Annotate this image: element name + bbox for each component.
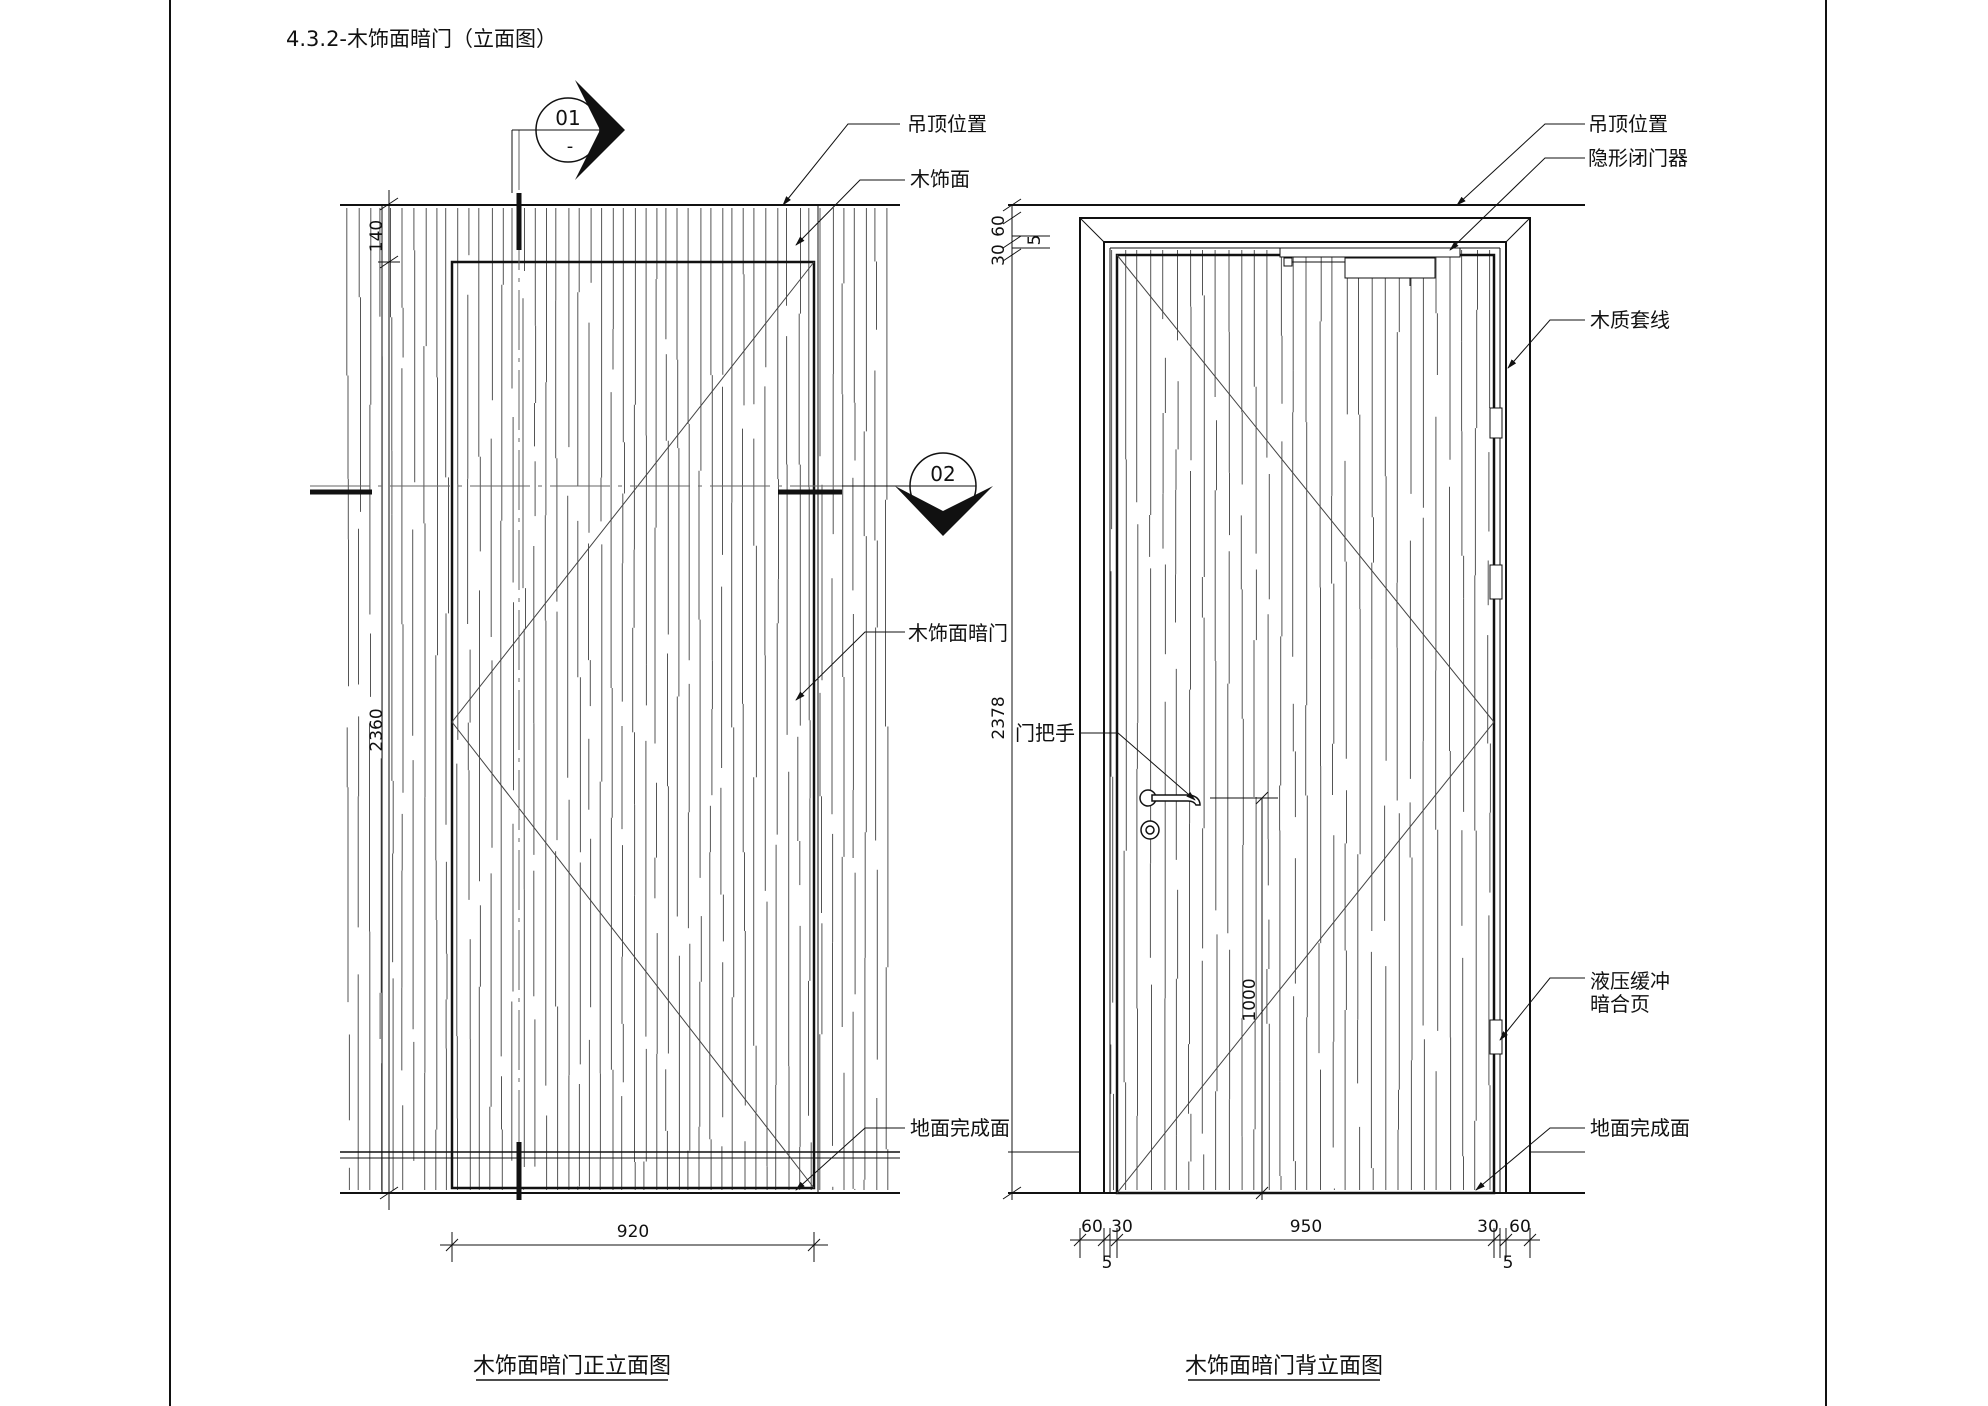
front-label-hidden-door: 木饰面暗门 [908,621,1008,645]
front-door-swing-lines [451,261,815,1189]
door-handle-icon [1139,789,1201,840]
back-handle-height-dimension [1210,791,1278,1200]
front-elevation: 01 - 02 140 2360 920 [310,80,1010,1381]
back-casing-miter-right [1505,217,1531,243]
section-marker-02-number: 02 [930,462,955,486]
back-label-finished-floor: 地面完成面 [1590,1116,1690,1140]
back-view-title: 木饰面暗门背立面图 [1185,1354,1383,1379]
back-dim-950: 950 [1290,1217,1322,1237]
back-dim-60-left: 60 [1081,1217,1103,1237]
back-dim-5-right: 5 [1503,1253,1514,1273]
front-dim-920: 920 [617,1222,649,1242]
back-dim-top-30: 30 [989,244,1009,266]
front-door-leaf [450,260,816,1190]
front-view-title: 木饰面暗门正立面图 [473,1354,671,1379]
section-marker-02: 02 [842,452,993,536]
back-elevation: 1000 30 60 5 2378 [989,112,1690,1381]
back-label-handle: 门把手 [1015,721,1075,745]
back-dimensions-vertical [1002,198,1050,1200]
front-wood-grain [346,208,889,1190]
section-marker-01: 01 - [511,80,625,193]
front-label-ceiling: 吊顶位置 [907,112,987,136]
section-marker-01-number: 01 [555,106,580,130]
back-dim-2378: 2378 [989,696,1009,739]
back-label-casing: 木质套线 [1590,308,1670,332]
back-dim-5-left: 5 [1102,1253,1113,1273]
back-leaders [1080,123,1585,1191]
front-dim-2360: 2360 [367,708,387,751]
back-dim-30-right: 30 [1477,1217,1499,1237]
back-label-door-closer: 隐形闭门器 [1588,146,1688,170]
back-dim-30-left: 30 [1111,1217,1133,1237]
front-leaders [782,123,905,1191]
back-door-swing-lines [1116,254,1495,1194]
back-dim-60-right: 60 [1509,1217,1531,1237]
front-dim-140: 140 [367,220,387,252]
back-dimensions-horizontal [1070,1228,1540,1258]
back-dim-top-60: 60 [989,215,1009,237]
section-marker-01-sub: - [567,136,574,157]
back-wood-grain [1110,250,1491,1190]
back-casing-outer [1079,217,1531,1193]
back-casing-miter-left [1079,217,1105,243]
front-dimension-width [440,1232,828,1262]
back-casing-inner [1103,241,1507,1193]
front-label-finished-floor: 地面完成面 [910,1116,1010,1140]
door-closer-icon [1279,247,1461,286]
front-dimensions-vertical [378,190,400,1210]
back-label-hinge-line1: 液压缓冲 [1590,969,1670,993]
back-dim-1000: 1000 [1240,978,1260,1021]
back-label-ceiling: 吊顶位置 [1588,112,1668,136]
back-dim-top-5: 5 [1025,235,1045,246]
front-label-wood-veneer: 木饰面 [910,167,970,191]
sheet-heading: 4.3.2-木饰面暗门（立面图） [286,27,557,51]
back-label-hinge-line2: 暗合页 [1590,992,1650,1016]
hinge-icons [1489,407,1503,1055]
